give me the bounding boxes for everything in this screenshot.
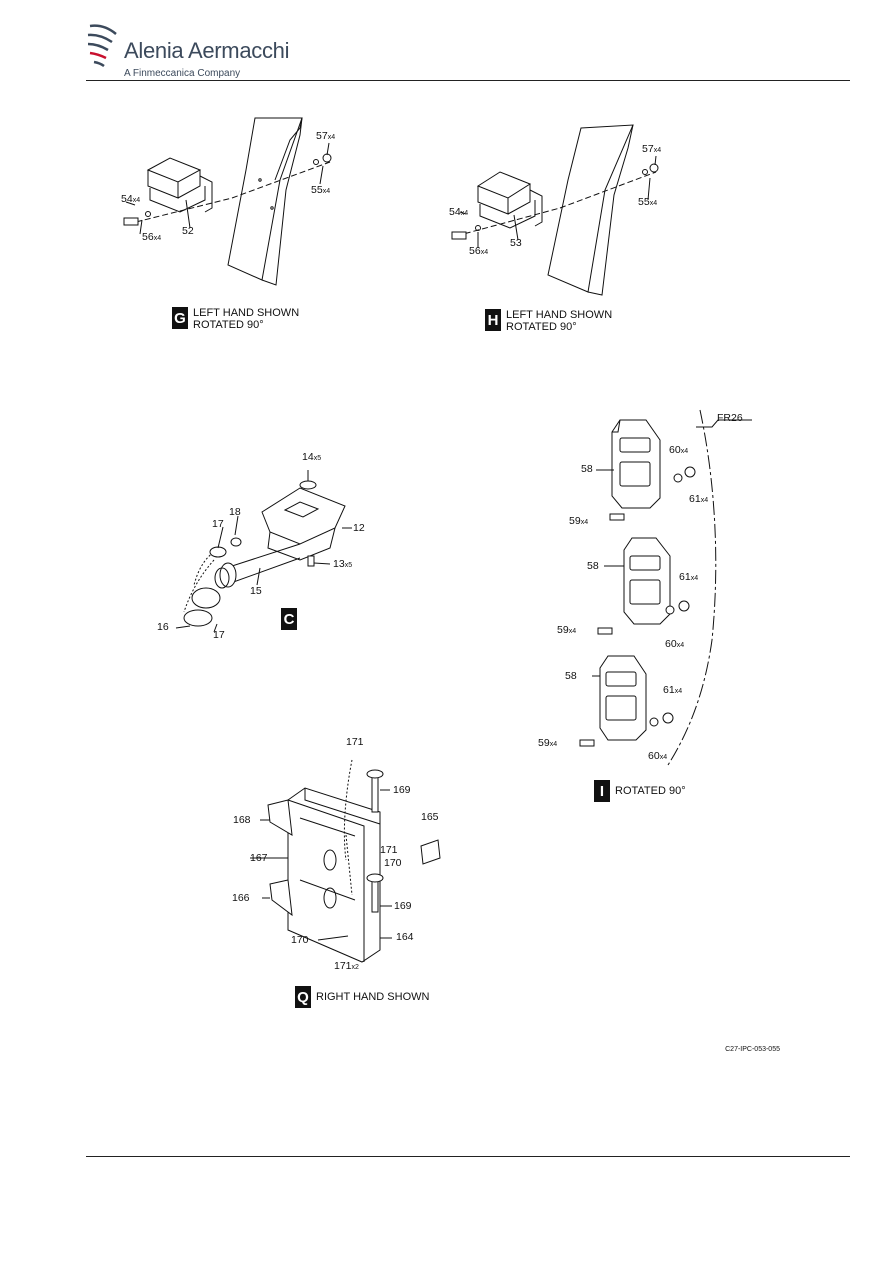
callout-q-170-bottom: 170 [291,934,309,946]
view-i-text: ROTATED 90° [615,785,686,797]
view-q-caption: Q RIGHT HAND SHOWN [295,986,429,1008]
callout-q-166: 166 [232,892,250,904]
callout-g-52: 52 [182,225,194,237]
callout-i-60-c: 60x4 [648,750,668,762]
callout-i-58-a: 58 [581,463,593,475]
callout-c-13: 13x5 [333,558,353,570]
callout-h-56: 56x4 [469,245,489,257]
view-q-text: RIGHT HAND SHOWN [316,991,430,1003]
callout-q-171-top: 171 [346,736,364,748]
view-g-text: LEFT HAND SHOWN ROTATED 90° [193,307,300,331]
view-g-tag: G [172,307,188,329]
callout-i-59-a: 59x4 [569,515,589,527]
footer-rule [86,1156,850,1157]
callout-c-15: 15 [250,585,262,597]
view-h-caption: H LEFT HAND SHOWN ROTATED 90° [485,309,612,333]
callout-c-12: 12 [353,522,365,534]
view-i-caption: I ROTATED 90° [594,780,686,802]
view-i-drawing [579,409,752,766]
callout-h-55: 55x4 [638,196,658,208]
callout-c-17-bottom: 17 [213,629,225,641]
callout-q-171-mid: 171 [380,844,398,856]
view-h-drawing [451,124,659,296]
callout-h-54: 54x4 [449,206,469,218]
view-c-drawing [175,470,352,633]
callout-i-60-a: 60x4 [669,444,689,456]
callout-g-57: 57x4 [316,130,336,142]
callout-q-164: 164 [396,931,414,943]
view-h-tag: H [485,309,501,331]
callout-i-61-a: 61x4 [689,493,709,505]
view-q-drawing [250,759,441,963]
callout-c-18: 18 [229,506,241,518]
view-i-tag: I [594,780,610,802]
view-q-tag: Q [295,986,311,1008]
callout-i-61-c: 61x4 [663,684,683,696]
view-g-drawing [123,117,332,286]
callout-i-59-b: 59x4 [557,624,577,636]
company-logo: Alenia Aermacchi A Finmeccanica Company [86,22,306,82]
callout-q-165: 165 [421,811,439,823]
view-g-caption: G LEFT HAND SHOWN ROTATED 90° [172,307,299,331]
header-rule [86,80,850,81]
figure-reference: C27-IPC-053-055 [725,1046,780,1053]
callout-q-167: 167 [250,852,268,864]
callout-i-58-b: 58 [587,560,599,572]
callout-c-17-top: 17 [212,518,224,530]
callout-h-57: 57x4 [642,143,662,155]
callout-g-54: 54x4 [121,193,141,205]
callout-i-58-c: 58 [565,670,577,682]
callout-q-169-top: 169 [393,784,411,796]
callout-i-59-c: 59x4 [538,737,558,749]
view-c-caption: C [281,608,297,630]
callout-q-169-bottom: 169 [394,900,412,912]
company-subtitle: A Finmeccanica Company [124,68,241,79]
callout-i-60-b: 60x4 [665,638,685,650]
callout-c-16: 16 [157,621,169,633]
callout-q-170-top: 170 [384,857,402,869]
callout-h-53: 53 [510,237,522,249]
company-name: Alenia Aermacchi [124,38,290,63]
callout-q-171-bottom: 171x2 [334,960,359,972]
view-c-tag: C [281,608,297,630]
logo-swoosh-icon [87,24,117,68]
callout-i-61-b: 61x4 [679,571,699,583]
callout-g-56: 56x4 [142,231,162,243]
callout-q-168: 168 [233,814,251,826]
callout-g-55: 55x4 [311,184,331,196]
view-h-text: LEFT HAND SHOWN ROTATED 90° [506,309,613,333]
callout-c-14: 14x5 [302,451,322,463]
frame-label: FR26 [717,412,743,424]
